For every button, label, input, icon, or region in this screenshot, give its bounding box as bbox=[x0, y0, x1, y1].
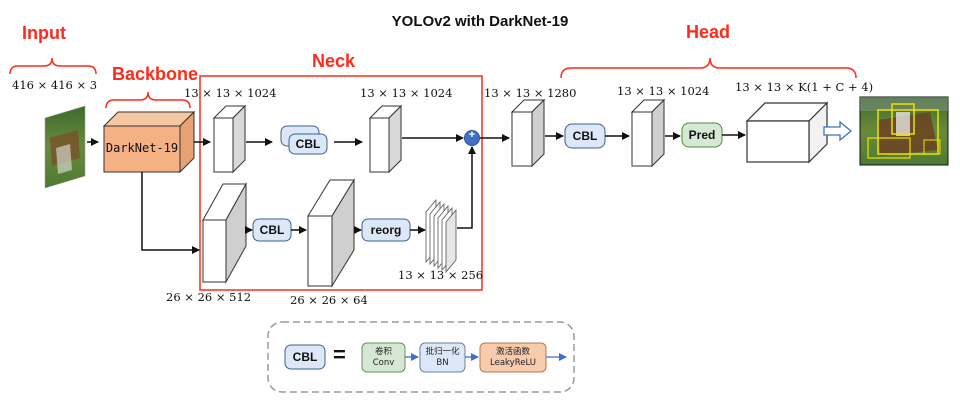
neck-box bbox=[199, 75, 483, 291]
legend-bn-en: BN bbox=[436, 358, 449, 368]
backbone-brace bbox=[105, 91, 191, 109]
backbone-label: DarkNet-19 bbox=[105, 141, 179, 155]
concat-plus-symbol: + bbox=[468, 129, 476, 141]
head-brace bbox=[560, 57, 857, 79]
pred-label: Pred bbox=[688, 128, 716, 142]
cbl-stack bbox=[280, 125, 328, 155]
reorg-label: reorg bbox=[370, 223, 402, 237]
input-brace bbox=[9, 57, 97, 75]
dim-neck-bottom-mid: 26 × 26 × 64 bbox=[290, 293, 368, 307]
legend-cbl-label: CBL bbox=[292, 350, 318, 364]
reorg-output-stack bbox=[425, 198, 457, 274]
feature-map-13x13x1024-b bbox=[368, 104, 403, 174]
dim-neck-top-in: 13 × 13 × 1024 bbox=[184, 86, 277, 100]
legend-act-cn: 激活函数 bbox=[495, 347, 530, 357]
feature-map-13x13x1280 bbox=[510, 98, 546, 168]
output-hollow-arrow bbox=[823, 120, 853, 142]
cbl-head-label: CBL bbox=[572, 129, 598, 143]
section-label-backbone: Backbone bbox=[112, 64, 199, 84]
cbl-bottom-label: CBL bbox=[259, 223, 285, 237]
legend-conv-cn: 卷积 bbox=[374, 347, 392, 357]
feature-map-26x26x512 bbox=[202, 182, 247, 284]
feature-map-13x13x1024-a bbox=[212, 104, 247, 174]
dim-concat: 13 × 13 × 1280 bbox=[484, 86, 577, 100]
input-image bbox=[44, 105, 86, 189]
section-label-head: Head bbox=[686, 22, 731, 42]
dim-neck-top-out: 13 × 13 × 1024 bbox=[360, 86, 453, 100]
dim-input: 416 × 416 × 3 bbox=[12, 78, 98, 92]
output-tensor bbox=[745, 101, 829, 164]
diagram-title: YOLOv2 with DarkNet-19 bbox=[391, 13, 569, 30]
legend-conv-en: Conv bbox=[372, 358, 395, 368]
legend-equals: = bbox=[333, 342, 346, 367]
dim-head-mid: 13 × 13 × 1024 bbox=[617, 84, 710, 98]
cbl-stack-label: CBL bbox=[295, 137, 321, 151]
dim-reorg-out: 13 × 13 × 256 bbox=[398, 268, 484, 282]
concat-plus-node bbox=[464, 130, 480, 146]
section-label-neck: Neck bbox=[312, 51, 356, 71]
legend-act-en: LeakyReLU bbox=[490, 358, 536, 368]
legend-bn-cn: 批归一化 bbox=[425, 347, 460, 357]
legend-cbl-chip bbox=[284, 344, 326, 370]
dim-output: 13 × 13 × K(1 + C + 4) bbox=[735, 80, 874, 94]
feature-map-26x26x64 bbox=[307, 178, 355, 288]
output-detection-image bbox=[859, 96, 949, 166]
section-label-input: Input bbox=[22, 23, 66, 43]
feature-map-head-13x13x1024 bbox=[630, 98, 666, 168]
backbone-block bbox=[102, 110, 196, 174]
dim-neck-bottom-in: 26 × 26 × 512 bbox=[166, 290, 252, 304]
